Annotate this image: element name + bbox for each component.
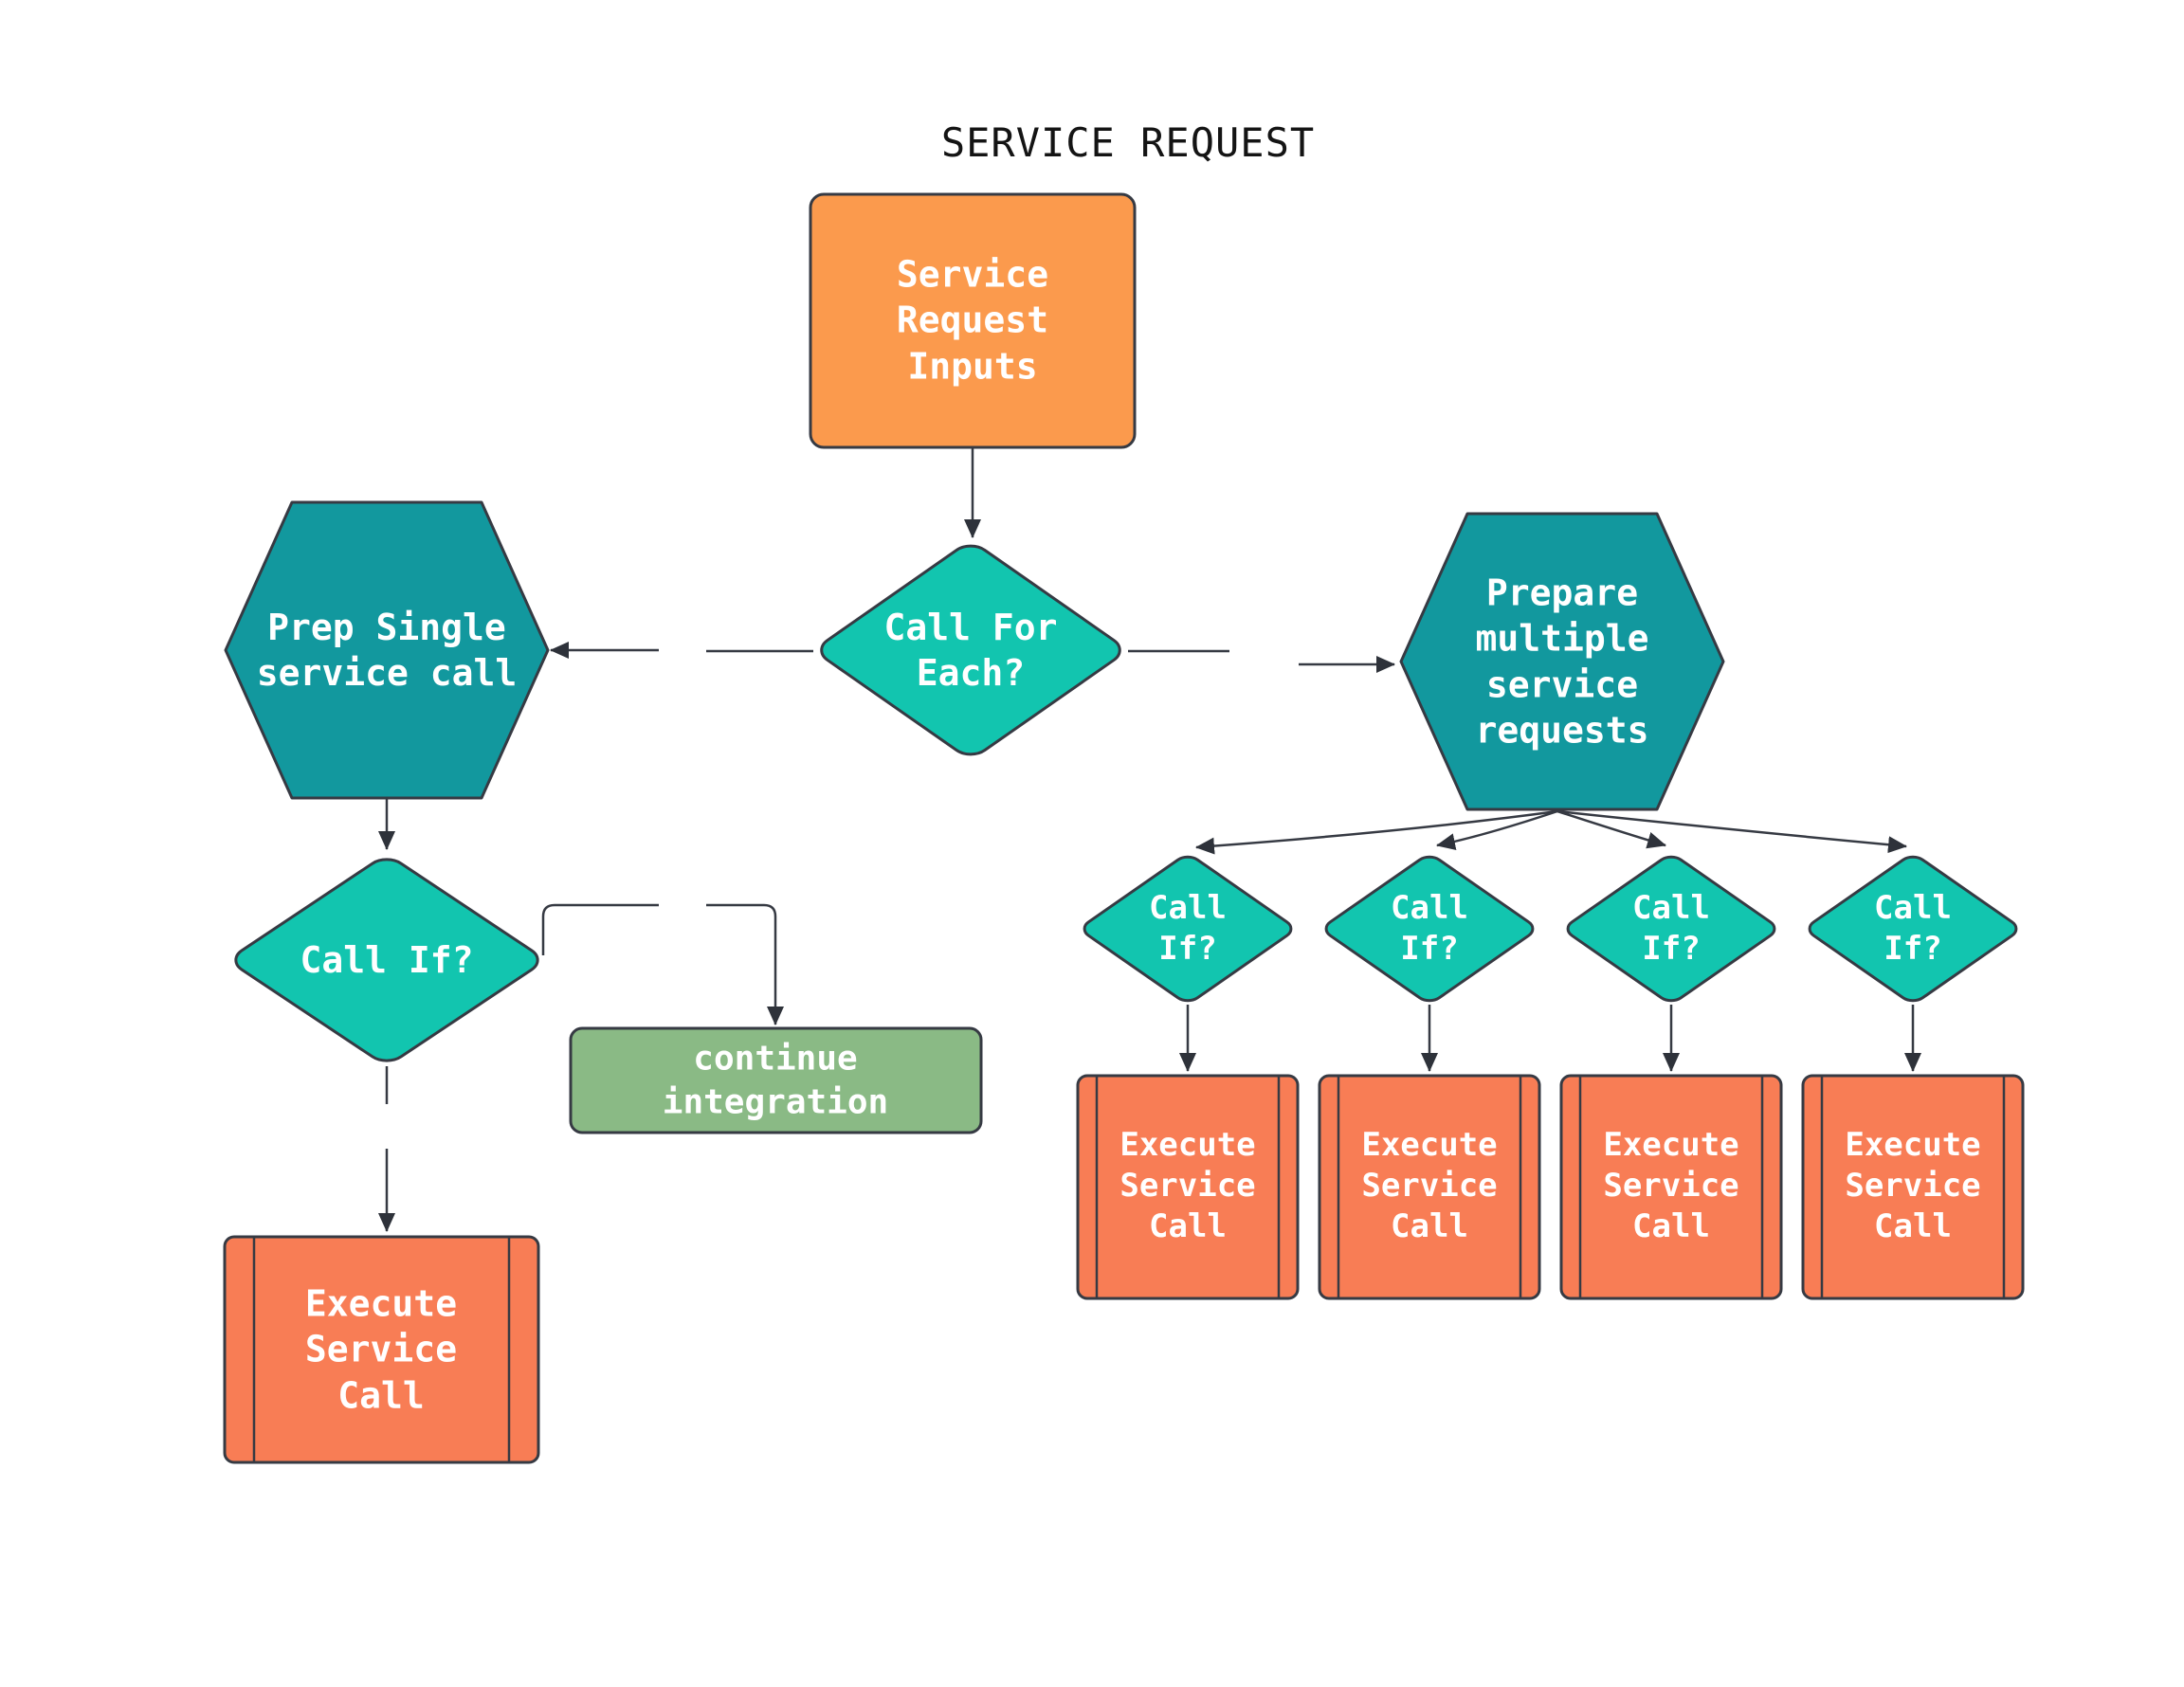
connector-callif-to-continue-b [706, 903, 784, 1025]
connector-prepare-to-callif-4 [1556, 809, 1907, 854]
node-call-if-left-shape [228, 854, 546, 1066]
connector-prepare-to-callif-1 [1195, 809, 1558, 855]
connector-callif-to-continue-a [541, 903, 659, 955]
node-execute-2-shape [1318, 1074, 1541, 1300]
node-call-if-4-shape [1804, 853, 2022, 1005]
node-continue-integration-shape [569, 1026, 983, 1134]
connector-prepare-to-callif-3 [1556, 809, 1666, 849]
node-prep-single-shape [224, 500, 550, 800]
node-execute-4-shape [1801, 1074, 2025, 1300]
connector-prepare-to-callif-2 [1436, 809, 1558, 851]
node-execute-1-shape [1076, 1074, 1300, 1300]
node-execute-3-shape [1559, 1074, 1783, 1300]
node-call-if-2-shape [1320, 853, 1538, 1005]
diagram-title: SERVICE REQUEST [940, 119, 1316, 166]
node-service-request-inputs-shape [809, 192, 1137, 449]
node-call-if-3-shape [1562, 853, 1780, 1005]
node-execute-left-shape [223, 1235, 540, 1464]
node-call-if-1-shape [1079, 853, 1297, 1005]
node-prepare-multiple-shape [1399, 512, 1725, 811]
node-call-for-each-shape [813, 540, 1128, 760]
